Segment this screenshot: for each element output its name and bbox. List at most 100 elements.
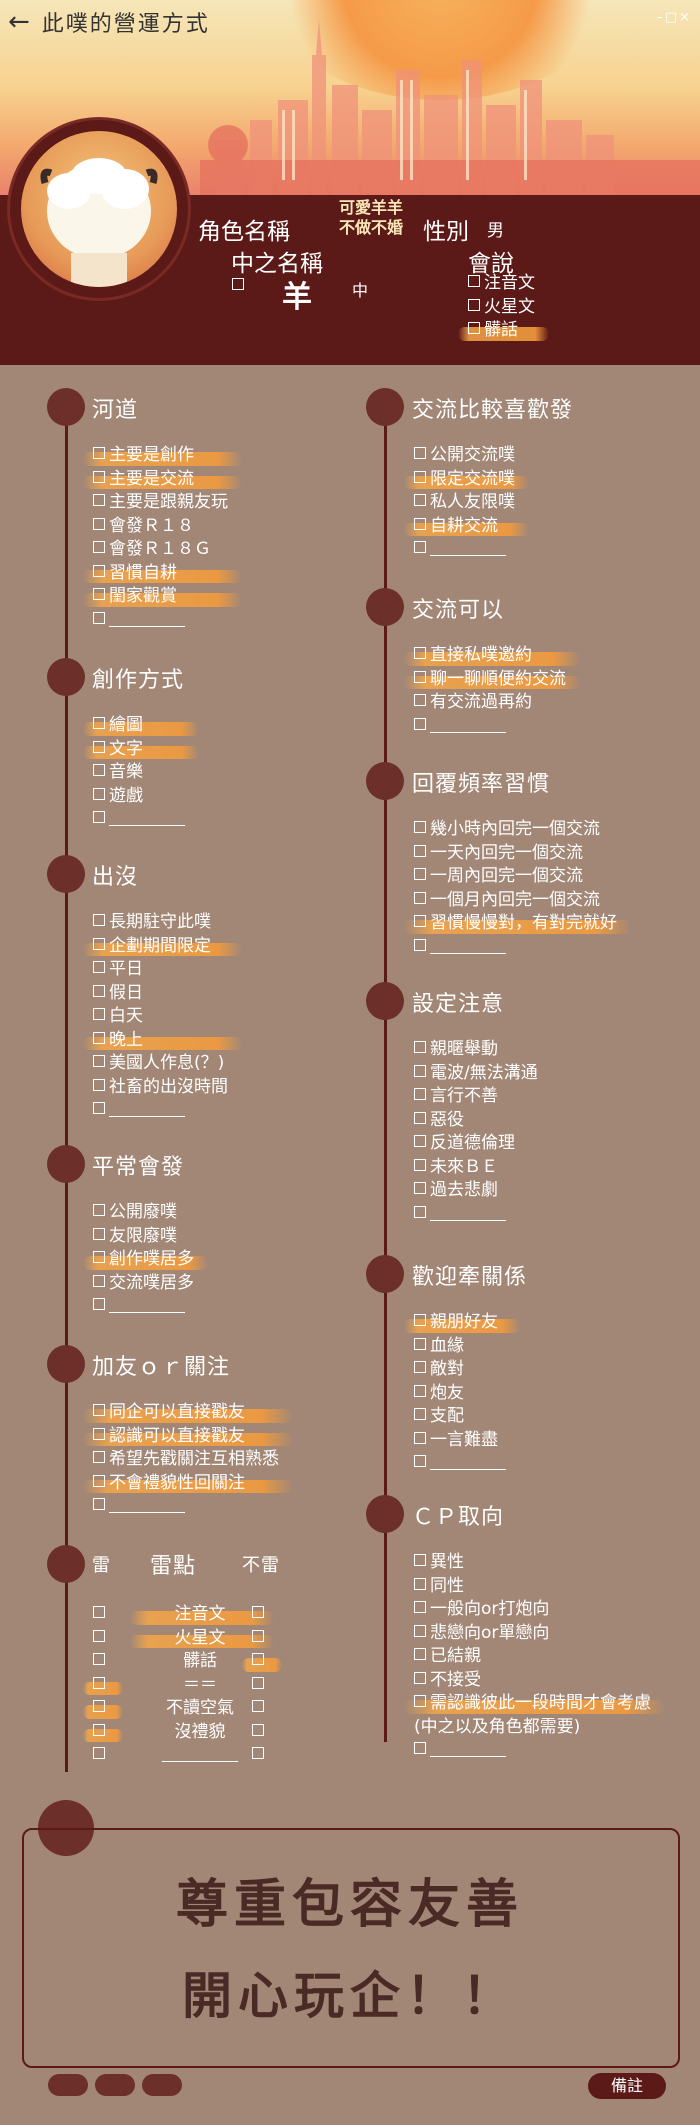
window-controls[interactable]: –□×	[656, 10, 692, 25]
checkbox-icon[interactable]	[414, 1041, 426, 1053]
checkbox-icon[interactable]	[414, 1455, 426, 1467]
thunder-yes-checkbox[interactable]	[93, 1744, 109, 1768]
checkbox-icon[interactable]	[414, 694, 426, 706]
checkbox-icon[interactable]	[414, 1577, 426, 1590]
checkbox-icon[interactable]	[468, 298, 480, 311]
checkbox-item[interactable]: 認識可以直接戳友	[83, 1425, 293, 1449]
checkbox-item[interactable]: 公開廢噗	[93, 1201, 194, 1225]
checkbox-icon[interactable]	[414, 1695, 426, 1707]
blank-fill-line[interactable]	[430, 542, 506, 556]
checkbox-item[interactable]: 敵對	[414, 1358, 506, 1382]
checkbox-item[interactable]: 炮友	[414, 1382, 506, 1406]
checkbox-item[interactable]: 有交流過再約	[414, 691, 566, 715]
checkbox-item[interactable]: 自耕交流	[404, 515, 529, 539]
checkbox-icon[interactable]	[414, 1624, 426, 1637]
checkbox-icon[interactable]	[414, 647, 426, 659]
blank-fill-line[interactable]	[430, 1743, 506, 1757]
checkbox-icon[interactable]	[414, 821, 426, 833]
blank-fill-line[interactable]	[430, 719, 506, 733]
checkbox-item[interactable]	[414, 936, 617, 960]
checkbox-item[interactable]: 主要是交流	[83, 468, 242, 492]
checkbox-icon[interactable]	[252, 1723, 264, 1736]
checkbox-icon[interactable]	[93, 1498, 105, 1510]
checkbox-item[interactable]: 親暱舉動	[414, 1038, 538, 1062]
checkbox-item[interactable]: 限定交流噗	[404, 468, 529, 492]
checkbox-item[interactable]: 幾小時內回完一個交流	[414, 818, 617, 842]
thunder-no-checkbox[interactable]	[242, 1650, 282, 1674]
thunder-yes-checkbox[interactable]	[83, 1674, 123, 1698]
checkbox-item[interactable]: 異性	[414, 1551, 651, 1575]
checkbox-icon[interactable]	[93, 1008, 105, 1020]
checkbox-item[interactable]: 閨家觀賞	[83, 585, 242, 609]
checkbox-item[interactable]: 一周內回完一個交流	[414, 865, 617, 889]
checkbox-item[interactable]	[93, 1495, 279, 1519]
checkbox-icon[interactable]	[414, 1671, 426, 1684]
checkbox-icon[interactable]	[414, 1742, 426, 1754]
checkbox-icon[interactable]	[414, 1554, 426, 1566]
checkbox-icon[interactable]	[93, 611, 105, 624]
checkbox-icon[interactable]	[93, 811, 105, 823]
checkbox-item[interactable]: 習慣自耕	[83, 562, 242, 586]
checkbox-item[interactable]: 音樂	[93, 761, 185, 785]
checkbox-item[interactable]: 友限廢噗	[93, 1225, 194, 1249]
checkbox-icon[interactable]	[414, 868, 426, 880]
checkbox-icon[interactable]	[93, 541, 105, 553]
checkbox-item[interactable]	[414, 1203, 538, 1227]
checkbox-icon[interactable]	[93, 1606, 105, 1618]
checkbox-icon[interactable]	[414, 1088, 426, 1100]
checkbox-icon[interactable]	[414, 670, 426, 683]
checkbox-icon[interactable]	[414, 717, 426, 730]
checkbox-icon[interactable]	[252, 1747, 264, 1759]
checkbox-icon[interactable]	[414, 1158, 426, 1171]
blank-fill-line[interactable]	[430, 1456, 506, 1470]
checkbox-item[interactable]	[414, 1452, 506, 1476]
checkbox-icon[interactable]	[93, 740, 105, 753]
checkbox-icon[interactable]	[93, 1298, 105, 1310]
checkbox-item[interactable]: 遊戲	[93, 785, 185, 809]
checkbox-item[interactable]	[93, 1099, 228, 1123]
blank-fill-line[interactable]	[109, 1103, 185, 1117]
checkbox-icon[interactable]	[93, 961, 105, 973]
checkbox-icon[interactable]	[414, 447, 426, 459]
checkbox-icon[interactable]	[252, 1629, 264, 1642]
checkbox-icon[interactable]	[93, 564, 105, 577]
checkbox-item[interactable]: 血緣	[414, 1335, 506, 1359]
checkbox-item[interactable]	[93, 1295, 194, 1319]
checkbox-item[interactable]	[93, 609, 228, 633]
checkbox-item[interactable]: (中之以及角色都需要)	[414, 1716, 651, 1740]
checkbox-item[interactable]	[414, 715, 566, 739]
checkbox-icon[interactable]	[93, 764, 105, 776]
checkbox-item[interactable]: 火星文	[468, 296, 535, 320]
checkbox-item[interactable]: 美國人作息(？)	[93, 1052, 228, 1076]
checkbox-item[interactable]: 未來ＢＥ	[414, 1156, 538, 1180]
checkbox-icon[interactable]	[414, 1337, 426, 1350]
checkbox-item[interactable]: 會發Ｒ１８	[93, 515, 228, 539]
checkbox-item[interactable]: 聊一聊順便約交流	[404, 668, 580, 692]
checkbox-icon[interactable]	[414, 938, 426, 951]
checkbox-icon[interactable]	[252, 1606, 264, 1618]
checkbox-icon[interactable]	[414, 494, 426, 506]
checkbox-icon[interactable]	[252, 1676, 264, 1689]
checkbox-icon[interactable]	[93, 1451, 105, 1463]
checkbox-item[interactable]: 悲戀向or單戀向	[414, 1622, 651, 1646]
blank-fill-line[interactable]	[430, 1207, 506, 1221]
back-arrow-icon[interactable]: ←	[8, 7, 30, 37]
checkbox-icon[interactable]	[414, 1601, 426, 1613]
checkbox-icon[interactable]	[414, 1182, 426, 1194]
checkbox-item[interactable]: 髒話	[458, 319, 549, 343]
chinese-name-checkbox[interactable]	[232, 276, 248, 296]
checkbox-item[interactable]	[414, 1739, 651, 1763]
checkbox-item[interactable]: 創作噗居多	[83, 1248, 208, 1272]
footer-tab-2[interactable]	[95, 2074, 135, 2096]
checkbox-item[interactable]: 支配	[414, 1405, 506, 1429]
checkbox-item[interactable]: 白天	[93, 1005, 228, 1029]
checkbox-icon[interactable]	[93, 1251, 105, 1263]
checkbox-icon[interactable]	[414, 844, 426, 857]
checkbox-item[interactable]: 主要是創作	[83, 444, 242, 468]
checkbox-icon[interactable]	[252, 1653, 264, 1665]
checkbox-item[interactable]: 一個月內回完一個交流	[414, 889, 617, 913]
checkbox-item[interactable]: 繪圖	[83, 714, 199, 738]
checkbox-icon[interactable]	[93, 914, 105, 926]
thunder-yes-checkbox[interactable]	[83, 1721, 123, 1745]
checkbox-icon[interactable]	[414, 1408, 426, 1420]
